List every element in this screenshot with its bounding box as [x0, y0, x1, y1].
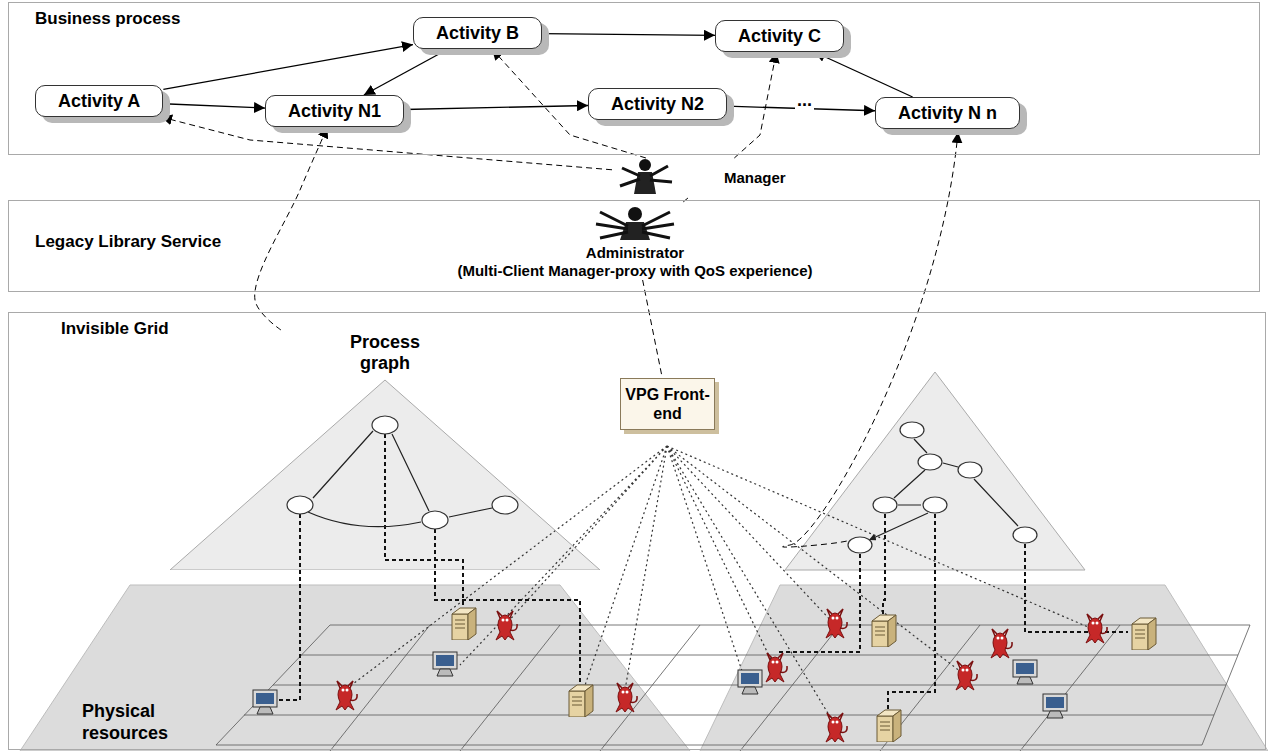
activity-box: Activity B: [413, 17, 542, 49]
daemon-icon: [826, 609, 847, 638]
mapping-curve: [783, 132, 958, 547]
connector: [814, 52, 912, 97]
graph-node: [492, 496, 518, 514]
pyramid: [785, 372, 1085, 570]
process-graph-arcs: [308, 431, 1018, 540]
node-title: Activity N2: [611, 93, 704, 115]
manager-figure: [620, 159, 672, 194]
node-subtitle: (Multi-Client Manager-proxy with QoS exp…: [405, 262, 865, 280]
server-icon: [452, 608, 476, 640]
activity-box: Activity N1: [265, 95, 404, 127]
graph-node: [848, 537, 872, 553]
activity-box: Activity C: [715, 20, 844, 52]
pc-icon: [253, 690, 277, 714]
graph-node: [900, 422, 924, 438]
server-icon: [877, 710, 901, 742]
daemon-icon: [826, 713, 847, 742]
daemon-icon: [766, 653, 787, 682]
activity-box: Activity N n: [875, 97, 1020, 129]
connector: [734, 52, 776, 158]
figure-arms: [620, 166, 672, 186]
layer-label: Physical resources: [80, 700, 196, 744]
graph-node: [422, 511, 448, 529]
manager-actor: Manager: [612, 158, 812, 198]
node-title: Business process: [35, 9, 1259, 29]
server-icon: [569, 685, 593, 717]
swimlane-band: Legacy Library ServiceAdministrator(Mult…: [8, 200, 1260, 292]
swimlane-band: Business processActivity A Activity B Acti…: [8, 2, 1260, 155]
swimlane-band: Invisible GridProcess graphVPG Front-end: [8, 312, 1266, 750]
resource-layer: [700, 585, 1268, 751]
pc-icon: [433, 652, 457, 676]
daemon-icon: [336, 681, 357, 710]
pyramid-outline: [170, 380, 600, 570]
node-title: Invisible Grid: [61, 319, 1265, 339]
activity-box: Activity N2: [588, 88, 727, 120]
connector: [643, 280, 663, 378]
figure-head: [639, 159, 651, 171]
node-title: Manager: [724, 169, 786, 187]
connector: [404, 106, 588, 110]
node-title: Activity C: [738, 25, 821, 47]
server-icon: [1132, 618, 1156, 650]
connector: [163, 104, 265, 108]
node-title: Administrator: [405, 244, 865, 262]
pc-icon: [738, 670, 762, 694]
node-title: VPG Front-end: [625, 385, 710, 423]
node-title: Activity A: [58, 90, 140, 112]
administrator-actor: Administrator(Multi-Client Manager-proxy…: [405, 204, 865, 280]
graph-node: [287, 496, 313, 514]
pc-icon: [1043, 694, 1067, 718]
graph-node: [873, 497, 897, 513]
graph-node: [958, 462, 982, 478]
connector: [364, 49, 448, 95]
graph-nodes: [287, 416, 1037, 553]
frontend-box: VPG Front-end: [620, 378, 715, 430]
figure-arms: [596, 212, 674, 238]
node-title: Activity B: [436, 22, 519, 44]
process-graph-pyramid: Process graph: [170, 330, 600, 570]
graph-node: [923, 497, 947, 513]
graph-node: [918, 454, 942, 470]
node-title: Process graph: [340, 330, 430, 374]
node-title: Activity N1: [288, 100, 381, 122]
administrator-figure: [596, 207, 674, 240]
figure-head: [628, 207, 642, 221]
daemon-icon: [956, 661, 977, 690]
connector: [255, 127, 328, 330]
daemon-icon: [1086, 614, 1107, 643]
server-icon: [872, 615, 896, 647]
connector: [542, 34, 715, 36]
activity-box: Activity A: [35, 85, 163, 117]
node-title: Activity N n: [898, 102, 997, 124]
ellipsis-label: ...: [795, 89, 814, 111]
grid-lines: [216, 625, 1250, 751]
resource-layer: [20, 585, 690, 751]
connector: [163, 45, 413, 90]
graph-node: [1013, 527, 1037, 543]
graph-node: [372, 416, 398, 434]
daemon-icon: [496, 611, 517, 640]
pc-icon: [1013, 660, 1037, 684]
mapping-links: [272, 434, 1128, 712]
connector: [681, 198, 688, 204]
daemon-icon: [991, 629, 1012, 658]
daemon-icon: [616, 683, 637, 712]
